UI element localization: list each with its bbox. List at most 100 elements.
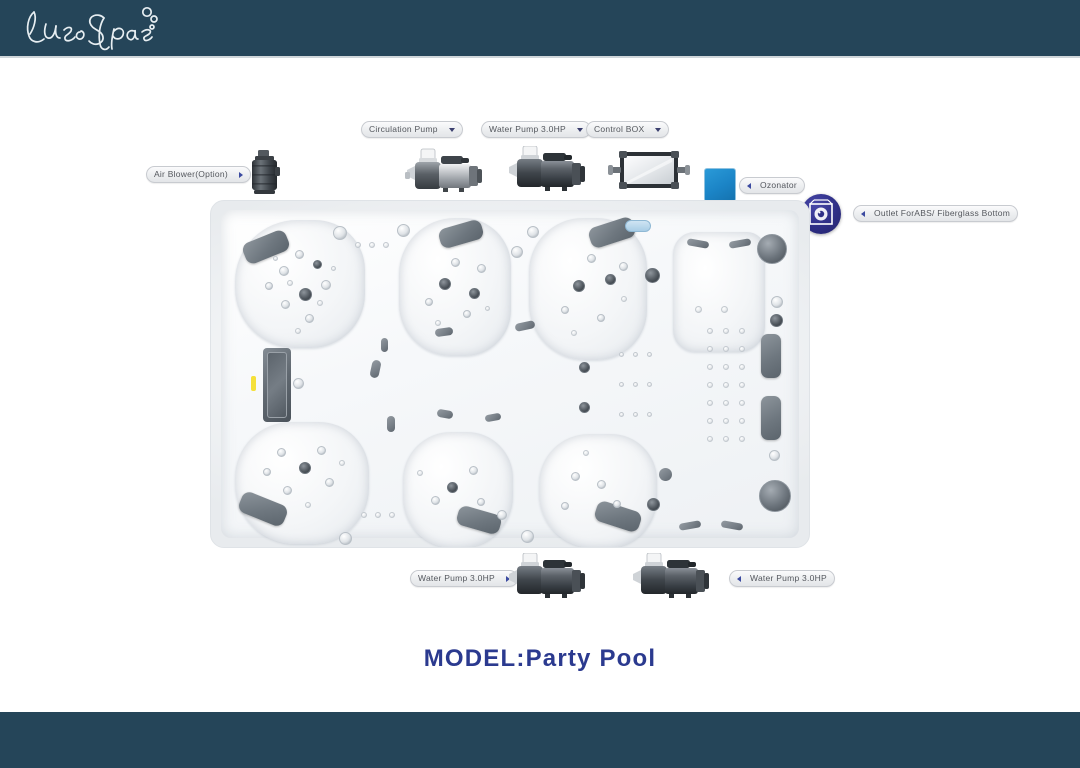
jet (389, 512, 395, 518)
jet (521, 530, 534, 543)
yellow-marker (251, 376, 256, 391)
jet (723, 328, 729, 334)
jet (739, 328, 745, 334)
jet (331, 266, 336, 271)
jet (317, 300, 323, 306)
topside-control-panel[interactable] (263, 348, 291, 422)
callout-water-pump-bottom-left[interactable]: Water Pump 3.0HP (410, 570, 518, 587)
jet (645, 268, 660, 283)
callout-water-pump-top[interactable]: Water Pump 3.0HP (481, 121, 591, 138)
headrest (761, 396, 781, 440)
jet (647, 498, 660, 511)
jet (723, 436, 729, 442)
spa-interior (221, 210, 799, 547)
diverter-handle[interactable] (484, 412, 502, 423)
jet (417, 470, 423, 476)
seat (529, 218, 647, 360)
jet (770, 314, 783, 327)
jet (619, 382, 624, 387)
jet (707, 364, 713, 370)
jet (621, 296, 627, 302)
callout-ozonator[interactable]: Ozonator (739, 177, 805, 194)
jet (383, 242, 389, 248)
triangle-left-icon (747, 182, 751, 189)
jet (583, 450, 589, 456)
jet (287, 280, 293, 286)
jet (355, 242, 361, 248)
jet (597, 480, 606, 489)
diverter-handle[interactable] (381, 338, 388, 352)
callout-circulation-pump[interactable]: Circulation Pump (361, 121, 463, 138)
jet (619, 352, 624, 357)
grab-handle (678, 520, 702, 531)
jet (739, 346, 745, 352)
jet (723, 382, 729, 388)
jet (739, 436, 745, 442)
jet (695, 306, 702, 313)
jet (633, 382, 638, 387)
jet (469, 466, 478, 475)
callout-air-blower[interactable]: Air Blower(Option) (146, 166, 251, 183)
jet (707, 436, 713, 442)
jet (769, 450, 780, 461)
triangle-right-icon (505, 575, 510, 582)
jet (439, 278, 451, 290)
jet (477, 264, 486, 273)
jet (273, 256, 278, 261)
water-pump-icon (508, 552, 588, 612)
diverter-handle[interactable] (514, 320, 536, 332)
jet (431, 496, 440, 505)
diverter-handle[interactable] (369, 359, 382, 379)
triangle-down-icon (576, 127, 583, 132)
jet (397, 224, 410, 237)
callout-label: Air Blower(Option) (154, 169, 228, 180)
luso-spas-logo (18, 4, 188, 54)
jet (339, 460, 345, 466)
jet (279, 266, 289, 276)
jet (571, 472, 580, 481)
callout-control-box[interactable]: Control BOX (586, 121, 670, 138)
jet (571, 330, 577, 336)
jet (739, 382, 745, 388)
jet (739, 400, 745, 406)
diverter-handle[interactable] (387, 416, 395, 432)
triangle-left-icon (861, 210, 865, 217)
triangle-down-icon (655, 127, 662, 132)
suction-fitting (757, 234, 787, 264)
seat (235, 422, 369, 544)
jet (707, 400, 713, 406)
jet (707, 382, 713, 388)
jet (317, 446, 326, 455)
grab-handle (720, 520, 744, 531)
suction-fitting (759, 480, 791, 512)
triangle-right-icon (238, 171, 243, 178)
jet (361, 512, 367, 518)
jet (321, 280, 331, 290)
jet (579, 402, 590, 413)
callout-outlet[interactable]: Outlet ForABS/ Fiberglass Bottom (853, 205, 1019, 222)
jet (561, 306, 569, 314)
callout-label: Control BOX (594, 124, 645, 135)
jet (707, 418, 713, 424)
control-box-icon (608, 148, 690, 201)
jet (425, 298, 433, 306)
water-pump-icon (632, 552, 712, 612)
lounge-seat (673, 232, 765, 352)
triangle-left-icon (737, 575, 741, 582)
jet (619, 262, 628, 271)
jet (299, 288, 312, 301)
jet (723, 346, 729, 352)
page-title: MODEL:Party Pool (423, 645, 657, 672)
jet (707, 328, 713, 334)
jet (723, 400, 729, 406)
jet (723, 418, 729, 424)
callout-label: Circulation Pump (369, 124, 438, 135)
callout-label: Water Pump 3.0HP (489, 124, 566, 135)
diverter-handle[interactable] (436, 408, 454, 420)
callout-water-pump-bottom-right[interactable]: Water Pump 3.0HP (729, 570, 835, 587)
jet (619, 412, 624, 417)
spa-shell (210, 200, 810, 548)
jet (477, 498, 485, 506)
jet (647, 382, 652, 387)
jet (633, 412, 638, 417)
